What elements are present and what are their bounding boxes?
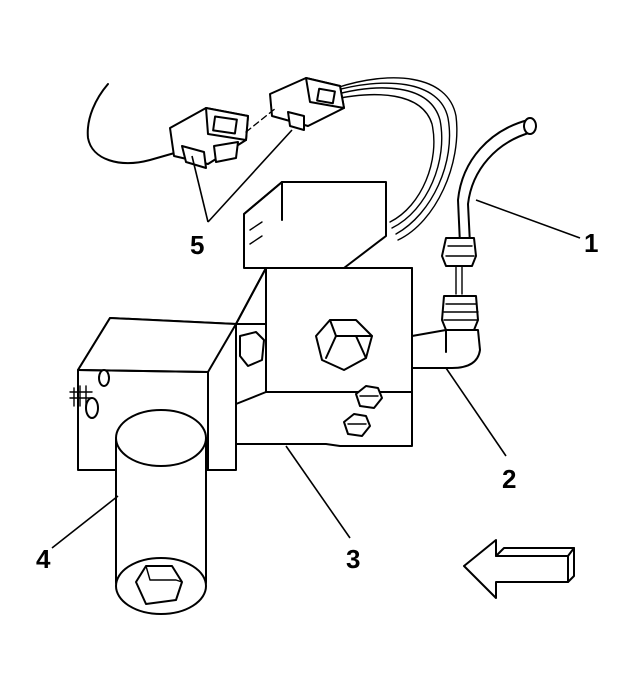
callout-1: 1 bbox=[584, 228, 598, 258]
leader-5b bbox=[207, 129, 293, 223]
bolt-upper bbox=[355, 385, 383, 409]
callout-3: 3 bbox=[346, 544, 360, 574]
pump-motor-housing bbox=[69, 317, 237, 615]
leader-1 bbox=[475, 199, 581, 239]
leader-4 bbox=[51, 495, 119, 549]
callout-4: 4 bbox=[36, 544, 51, 574]
electrical-connector-left bbox=[169, 107, 249, 169]
valve-block bbox=[235, 267, 413, 447]
electrical-connector-right bbox=[269, 77, 345, 131]
solenoid-housing bbox=[243, 181, 387, 269]
wiring-harness bbox=[86, 77, 458, 241]
leader-2 bbox=[445, 367, 507, 457]
callout-2: 2 bbox=[502, 464, 516, 494]
bolt-lower bbox=[343, 413, 371, 437]
arrow-left-icon bbox=[463, 539, 575, 599]
leader-3 bbox=[285, 445, 351, 539]
elbow-fitting bbox=[411, 329, 481, 369]
connector-alignment-line bbox=[245, 107, 277, 133]
leader-lines bbox=[51, 129, 581, 549]
hydraulic-line bbox=[441, 117, 537, 331]
callout-5: 5 bbox=[190, 230, 204, 260]
leader-5a bbox=[191, 155, 209, 223]
